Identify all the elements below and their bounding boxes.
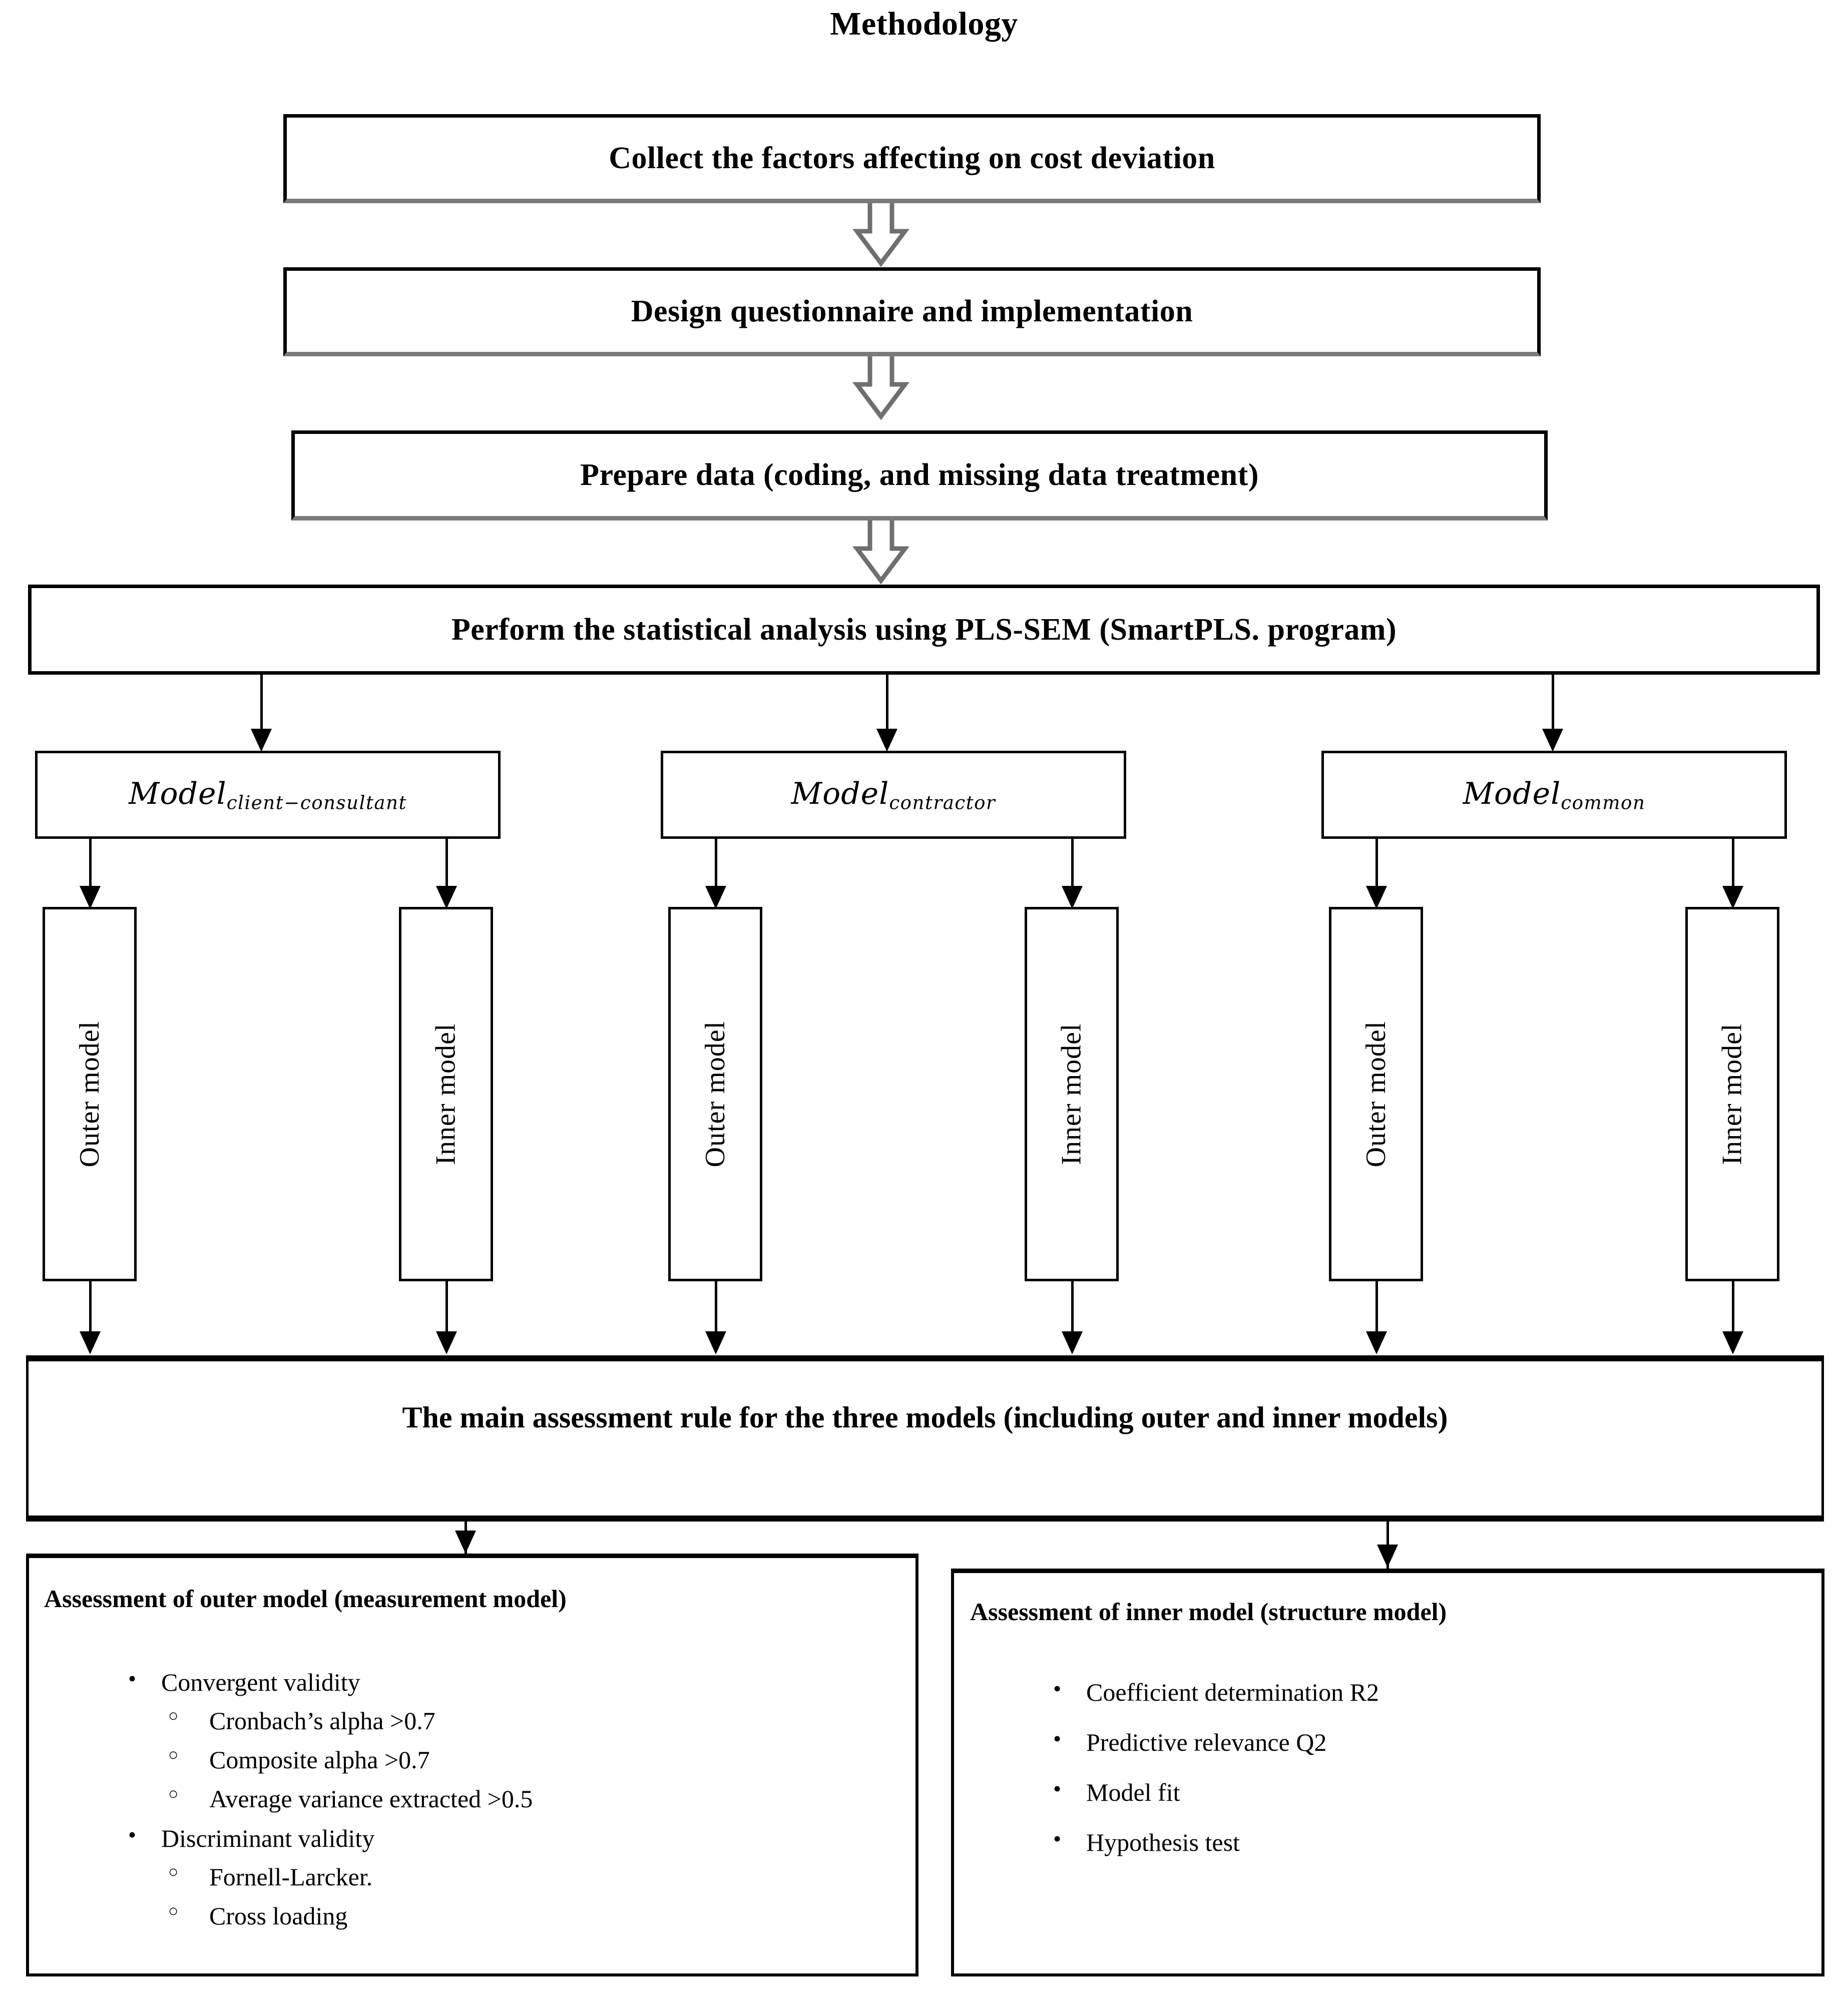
step-label-analysis: Perform the statistical analysis using P… xyxy=(451,612,1397,647)
step-box-analysis: Perform the statistical analysis using P… xyxy=(28,585,1820,675)
submodel-box-outer-1: Outer model xyxy=(43,907,137,1281)
arrowhead-outer3-rule xyxy=(1366,1331,1387,1354)
outer-item-1-child-0: Fornell-Larcker. xyxy=(209,1863,372,1891)
connector-model2-outer xyxy=(715,839,717,895)
arrowhead-inner1-rule xyxy=(436,1331,457,1354)
model-box-contractor: Modelcontractor xyxy=(661,751,1126,839)
connector-model2-inner xyxy=(1071,839,1074,895)
inner-assessment-box: Assessment of inner model (structure mod… xyxy=(951,1569,1824,1976)
model-label-common: Modelcommon xyxy=(1463,776,1646,814)
assessment-rule-label: The main assessment rule for the three m… xyxy=(402,1401,1448,1434)
block-arrow-1 xyxy=(846,203,916,267)
arrowhead-model3 xyxy=(1542,729,1563,752)
submodel-label-outer-1: Outer model xyxy=(74,1021,106,1168)
step-box-prepare: Prepare data (coding, and missing data t… xyxy=(291,430,1548,521)
model-box-common: Modelcommon xyxy=(1321,751,1787,839)
list-item: Hypothesis test xyxy=(1049,1823,1800,1861)
connector-analysis-to-model3 xyxy=(1552,675,1554,736)
outer-item-1-sublist: Fornell-Larcker. Cross loading xyxy=(161,1857,905,1935)
model-label-contractor: Modelcontractor xyxy=(791,776,996,814)
list-item: Discriminant validity Fornell-Larcker. C… xyxy=(124,1819,905,1935)
step-label-collect: Collect the factors affecting on cost de… xyxy=(609,141,1215,175)
submodel-box-inner-3: Inner model xyxy=(1685,907,1779,1281)
outer-item-0-child-1: Composite alpha >0.7 xyxy=(209,1746,430,1774)
outer-assessment-box: Assessment of outer model (measurement m… xyxy=(26,1554,918,1976)
connector-outer2-to-rule xyxy=(715,1281,717,1340)
step-label-design: Design questionnaire and implementation xyxy=(631,294,1193,328)
list-item: Model fit xyxy=(1049,1773,1800,1811)
inner-assessment-header: Assessment of inner model (structure mod… xyxy=(970,1598,1447,1626)
outer-assessment-header: Assessment of outer model (measurement m… xyxy=(44,1585,567,1613)
connector-outer1-to-rule xyxy=(89,1281,92,1340)
inner-item-1-label: Predictive relevance Q2 xyxy=(1086,1728,1326,1756)
submodel-label-outer-3: Outer model xyxy=(1360,1021,1392,1168)
arrowhead-model1 xyxy=(251,729,272,752)
block-arrow-3 xyxy=(846,521,916,585)
arrowhead-outer-assessment xyxy=(455,1531,476,1554)
arrowhead-model2-outer xyxy=(705,886,726,909)
list-item: Average variance extracted >0.5 xyxy=(161,1779,905,1818)
step-box-collect: Collect the factors affecting on cost de… xyxy=(283,114,1541,203)
connector-inner3-to-rule xyxy=(1732,1281,1734,1340)
submodel-box-inner-1: Inner model xyxy=(399,907,493,1281)
outer-item-0-child-2: Average variance extracted >0.5 xyxy=(209,1785,533,1813)
connector-inner1-to-rule xyxy=(445,1281,448,1340)
submodel-label-inner-3: Inner model xyxy=(1717,1023,1748,1165)
list-item: Coefficient determination R2 xyxy=(1049,1673,1800,1711)
list-item: Composite alpha >0.7 xyxy=(161,1740,905,1779)
submodel-box-inner-2: Inner model xyxy=(1025,907,1119,1281)
list-item: Cronbach’s alpha >0.7 xyxy=(161,1701,905,1740)
arrowhead-inner3-rule xyxy=(1722,1331,1743,1354)
connector-outer3-to-rule xyxy=(1375,1281,1378,1340)
block-arrow-2 xyxy=(846,356,916,420)
submodel-label-outer-2: Outer model xyxy=(700,1021,731,1168)
connector-model1-inner xyxy=(445,839,448,895)
inner-item-0-label: Coefficient determination R2 xyxy=(1086,1678,1379,1706)
outer-item-0-label: Convergent validity xyxy=(161,1668,360,1696)
arrowhead-model2 xyxy=(876,729,897,752)
arrowhead-model1-inner xyxy=(436,886,457,909)
inner-assessment-list: Coefficient determination R2 Predictive … xyxy=(1049,1673,1800,1873)
submodel-label-inner-2: Inner model xyxy=(1056,1023,1087,1165)
arrowhead-inner2-rule xyxy=(1062,1331,1083,1354)
outer-item-0-sublist: Cronbach’s alpha >0.7 Composite alpha >0… xyxy=(161,1701,905,1818)
list-item: Predictive relevance Q2 xyxy=(1049,1723,1800,1761)
connector-inner2-to-rule xyxy=(1071,1281,1074,1340)
assessment-rule-box: The main assessment rule for the three m… xyxy=(26,1355,1824,1522)
step-box-design: Design questionnaire and implementation xyxy=(283,267,1541,356)
outer-item-0-child-0: Cronbach’s alpha >0.7 xyxy=(209,1707,435,1735)
list-item: Convergent validity Cronbach’s alpha >0.… xyxy=(124,1663,905,1818)
step-label-prepare: Prepare data (coding, and missing data t… xyxy=(580,457,1259,492)
arrowhead-model1-outer xyxy=(80,886,101,909)
connector-model3-inner xyxy=(1732,839,1734,895)
arrowhead-model3-inner xyxy=(1722,886,1743,909)
submodel-label-inner-1: Inner model xyxy=(430,1023,461,1165)
connector-analysis-to-model1 xyxy=(260,675,263,736)
submodel-box-outer-3: Outer model xyxy=(1329,907,1423,1281)
model-label-client-consultant: Modelclient−consultant xyxy=(129,776,407,814)
connector-model3-outer xyxy=(1375,839,1378,895)
model-box-client-consultant: Modelclient−consultant xyxy=(35,751,501,839)
page-title: Methodology xyxy=(830,6,1018,42)
connector-analysis-to-model2 xyxy=(886,675,888,736)
arrowhead-outer1-rule xyxy=(80,1331,101,1354)
list-item: Cross loading xyxy=(161,1896,905,1935)
inner-item-2-label: Model fit xyxy=(1086,1778,1180,1806)
arrowhead-outer2-rule xyxy=(705,1331,726,1354)
arrowhead-model3-outer xyxy=(1366,886,1387,909)
arrowhead-model2-inner xyxy=(1062,886,1083,909)
inner-item-3-label: Hypothesis test xyxy=(1086,1828,1240,1856)
outer-assessment-list: Convergent validity Cronbach’s alpha >0.… xyxy=(124,1663,905,1936)
submodel-box-outer-2: Outer model xyxy=(668,907,762,1281)
outer-item-1-label: Discriminant validity xyxy=(161,1824,374,1852)
list-item: Fornell-Larcker. xyxy=(161,1857,905,1896)
outer-item-1-child-1: Cross loading xyxy=(209,1902,347,1930)
arrowhead-inner-assessment xyxy=(1377,1545,1398,1568)
connector-model1-outer xyxy=(89,839,92,895)
